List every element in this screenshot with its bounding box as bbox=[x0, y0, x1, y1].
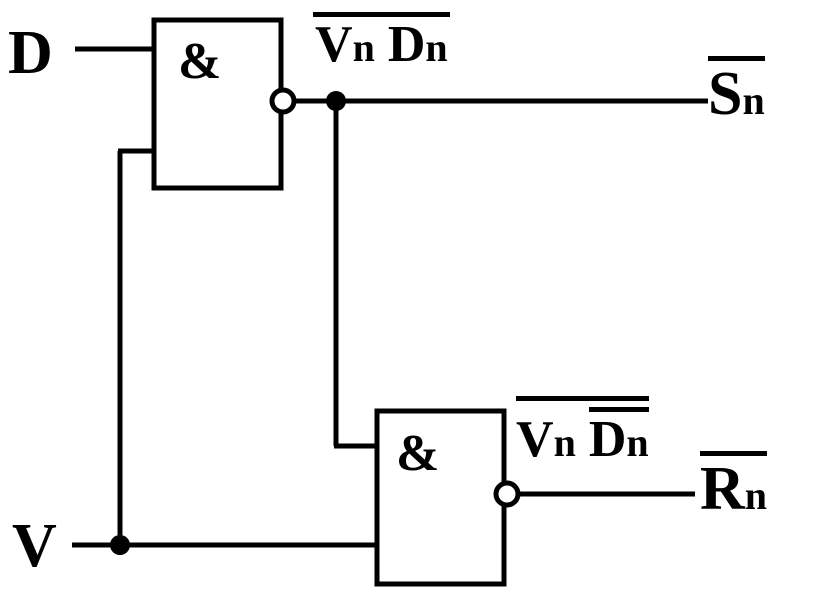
top-gate-inversion-bubble bbox=[269, 87, 297, 115]
expr-bottom-d-bar: Dn bbox=[588, 407, 649, 468]
top-gate-symbol: & bbox=[178, 33, 222, 90]
output-label-r: Rn bbox=[700, 451, 768, 523]
bottom-gate-symbol: & bbox=[396, 425, 440, 482]
expr-top-n2: n bbox=[425, 25, 448, 70]
bottom-gate-inversion-bubble bbox=[493, 480, 521, 508]
junction-v bbox=[110, 535, 130, 555]
top-gate-output-expression: Vn Dn bbox=[313, 12, 450, 71]
top-nand-gate-body bbox=[151, 17, 284, 191]
expr-bottom-n1: n bbox=[553, 420, 576, 465]
expr-top-v: V bbox=[315, 16, 353, 73]
expr-bottom-v: V bbox=[516, 411, 554, 468]
output-r-sub: n bbox=[744, 473, 768, 518]
bottom-gate-output-expression: Vn Dn bbox=[516, 396, 649, 466]
output-label-s: Sn bbox=[708, 56, 765, 125]
output-r-letter: R bbox=[700, 455, 745, 523]
expr-bottom-n2: n bbox=[626, 420, 649, 465]
expr-top-n1: n bbox=[352, 25, 375, 70]
expr-bottom-d: D bbox=[588, 411, 627, 468]
output-s-letter: S bbox=[708, 60, 743, 128]
input-label-d: D bbox=[8, 19, 53, 87]
input-label-v: V bbox=[12, 512, 57, 580]
expr-top-d: D bbox=[387, 16, 426, 73]
output-s-sub: n bbox=[742, 78, 765, 123]
